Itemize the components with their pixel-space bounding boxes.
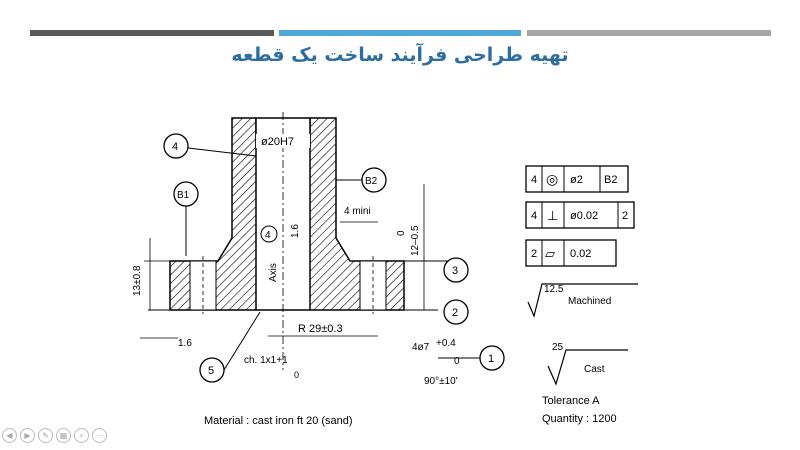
- machined-symbol: 12.5 Machined: [527, 283, 638, 318]
- cast-symbol: 25 Cast: [547, 342, 628, 386]
- material-note: Material : cast iron ft 20 (sand): [204, 415, 353, 427]
- callout-b1: B1: [173, 181, 199, 256]
- feature-frame-concentricity: 4 ◎ ø2 B2: [525, 165, 629, 193]
- pen-icon[interactable]: ✎: [38, 428, 53, 443]
- svg-text:2: 2: [531, 248, 537, 260]
- perpendicularity-icon: ⊥: [547, 208, 558, 223]
- header-bar-left: [30, 30, 274, 36]
- callout-4-inner: 4: [260, 225, 278, 243]
- callout-4-top: 4: [163, 133, 257, 159]
- bottom-diameter: 4ø7: [412, 342, 430, 353]
- svg-text:ø0.02: ø0.02: [570, 210, 598, 222]
- bottom-plus: +0.4: [436, 338, 456, 349]
- roughness-1-6-small: 1.6: [290, 224, 301, 238]
- tolerance-12: 12–0.5: [410, 225, 421, 256]
- svg-text:0.02: 0.02: [570, 248, 591, 260]
- technical-drawing: ø20H7 Axis 1.6 4 mini 0 12–0.5 13±0.8 R …: [128, 88, 660, 440]
- callout-2: 2: [443, 299, 469, 325]
- callout-1: 1: [438, 345, 505, 371]
- quantity-note: Quantity : 1200: [542, 413, 617, 425]
- chamfer-zero: 0: [294, 370, 299, 380]
- feature-frame-flatness: 2 ▱ 0.02: [525, 239, 617, 267]
- svg-text:2: 2: [622, 210, 628, 222]
- callout-5: 5: [199, 311, 261, 383]
- svg-text:3: 3: [452, 265, 458, 277]
- slideshow-controls: ◀ ▶ ✎ ▦ ⌕ ⋯: [2, 428, 107, 446]
- shoulder-dimension: 4 mini: [344, 206, 371, 217]
- axis-label: Axis: [268, 263, 279, 282]
- svg-text:25: 25: [552, 342, 564, 353]
- concentricity-icon: ◎: [546, 171, 558, 187]
- feature-frame-perpendicularity: 4 ⊥ ø0.02 2: [525, 201, 635, 229]
- more-icon[interactable]: ⋯: [92, 428, 107, 443]
- svg-text:B2: B2: [604, 174, 617, 186]
- svg-text:4: 4: [172, 141, 178, 153]
- svg-text:B2: B2: [365, 176, 378, 187]
- tolerance-zero: 0: [396, 230, 407, 236]
- arrow-left-icon[interactable]: ◀: [2, 428, 17, 443]
- svg-text:4: 4: [265, 230, 271, 241]
- callout-3: 3: [443, 257, 469, 283]
- header-bar-right: [527, 30, 771, 36]
- zoom-icon[interactable]: ⌕: [74, 428, 89, 443]
- svg-text:1: 1: [488, 353, 494, 365]
- slide-title: تهیه طراحی فرآیند ساخت یک قطعه: [231, 44, 569, 66]
- svg-text:4: 4: [531, 210, 537, 222]
- flatness-icon: ▱: [545, 246, 555, 261]
- svg-text:B1: B1: [177, 190, 190, 201]
- svg-text:4: 4: [531, 174, 537, 186]
- tolerance-note: Tolerance A: [542, 395, 600, 407]
- chamfer-dimension: ch. 1x1+1: [244, 355, 288, 366]
- slides-icon[interactable]: ▦: [56, 428, 71, 443]
- callout-b2: B2: [336, 167, 387, 193]
- angle-dimension: 90°±10': [424, 376, 458, 387]
- radius-dimension: R 29±0.3: [298, 323, 343, 335]
- arrow-right-icon[interactable]: ▶: [20, 428, 35, 443]
- header-bar-middle: [279, 30, 521, 36]
- bore-dimension: ø20H7: [261, 136, 294, 148]
- svg-text:ø2: ø2: [570, 174, 583, 186]
- bottom-zero: 0: [454, 356, 460, 367]
- svg-text:5: 5: [208, 365, 214, 377]
- svg-text:Machined: Machined: [568, 296, 611, 307]
- roughness-1-6-bottom: 1.6: [178, 338, 192, 349]
- svg-text:2: 2: [452, 307, 458, 319]
- height-dimension: 13±0.8: [132, 265, 143, 296]
- svg-text:Cast: Cast: [584, 364, 605, 375]
- svg-text:12.5: 12.5: [544, 284, 564, 295]
